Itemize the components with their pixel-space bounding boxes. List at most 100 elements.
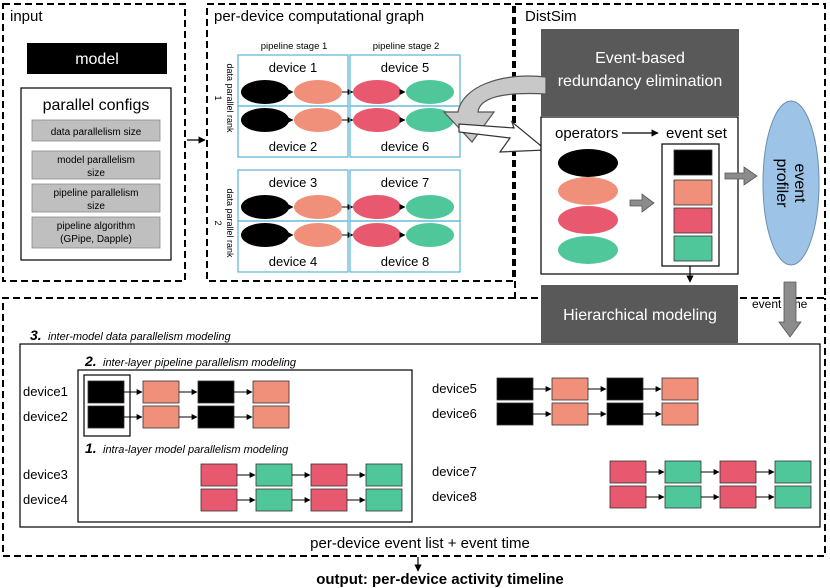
level1-text: intra-layer model parallelism modeling [103,444,289,456]
operator-black [558,149,618,177]
graph-device-cell [349,220,461,273]
graph-operator [353,223,401,247]
timeline-event [774,485,812,509]
event-black [673,149,713,176]
timeline-event [609,485,647,509]
timeline-device-label: device5 [432,381,477,396]
timeline-device-label: device3 [23,467,68,482]
timeline-event [87,380,125,404]
svg-text:1: 1 [213,95,223,100]
timeline-event [87,405,125,429]
timeline-device-label: device7 [432,464,477,479]
operator-green [558,236,618,264]
graph-operator [353,80,401,104]
graph-operator [406,195,454,219]
input-title: input [10,8,43,25]
timeline-event [719,460,757,484]
rank1-label: data parallel rank 1 [213,63,235,133]
graph-to-operators-arrow [458,120,548,153]
timeline-event [197,405,235,429]
level2-box [77,369,413,523]
config-item [31,216,161,249]
stage2-label: pipeline stage 2 [373,41,440,52]
timeline-event [496,402,534,426]
hierarchical-box [541,285,738,343]
graph-device-cell [237,105,349,158]
graph-device-label: device 2 [269,139,317,154]
operator-salmon [558,177,618,205]
eventset-to-profiler-arrow [724,166,758,186]
output-label: output: per-device activity timeline [316,571,564,588]
level3-box [19,343,821,528]
level2-text: inter-layer pipeline parallelism modelin… [103,357,297,369]
timeline-event [310,488,348,512]
event-set-label: event set [666,125,728,142]
graph-operator [294,80,342,104]
config-item-label: size [87,168,105,179]
timeline-event [606,402,644,426]
graph-operator [294,223,342,247]
graph-operator [353,108,401,132]
timeline-event [365,488,403,512]
event-time-label: event time [752,297,808,311]
config-item-label: pipeline parallelism [53,188,138,199]
operators-label: operators [555,125,618,142]
level3-text: inter-model data parallelism modeling [48,331,231,343]
timeline-event [661,377,699,401]
profiler-label: event profiler [773,159,808,209]
timelines: device1device2device3device4device5devic… [23,377,812,512]
timeline-event [252,405,290,429]
config-item-label: pipeline algorithm [57,221,135,232]
level1-box [83,374,131,437]
operator-red [558,206,618,234]
config-item-label: (GPipe, Dapple) [60,234,132,245]
operators-to-eventset-arrow [629,193,655,213]
timeline-event [606,377,644,401]
timeline-event [255,463,293,487]
event-profiler [762,100,820,266]
timeline-event [609,460,647,484]
config-item-label: model parallelism [57,155,135,166]
timeline-event [551,402,589,426]
graph-device-label: device 6 [381,139,429,154]
graph-device-label: device 7 [381,175,429,190]
timeline-event [310,463,348,487]
config-item [31,183,161,213]
config-item-label: size [87,201,105,212]
timeline-event [664,460,702,484]
graph-operator [241,108,289,132]
timeline-event [200,488,238,512]
timeline-device-label: device8 [432,489,477,504]
graph-device-label: device 4 [269,254,317,269]
event-green [673,235,713,262]
timeline-event [200,463,238,487]
model-box [27,43,167,74]
event-red [673,207,713,234]
redundancy-box [541,29,739,116]
timeline-event [142,405,180,429]
event-list-label: per-device event list + event time [310,535,530,552]
graph-device-cell [237,220,349,273]
config-item [31,150,161,180]
timeline-event [255,488,293,512]
svg-text:2: 2 [213,220,223,225]
graph-title: per-device computational graph [214,8,424,25]
timeline-event [252,380,290,404]
svg-text:event: event [791,163,808,203]
rank2-label: data parallel rank 2 [213,188,235,258]
timeline-event [197,380,235,404]
graph-device-label: device 3 [269,175,317,190]
graph-operator [241,195,289,219]
svg-text:data parallel rank: data parallel rank [225,63,235,133]
stage1-label: pipeline stage 1 [261,41,328,52]
level1-num: 1. [85,440,97,456]
graph-device-label: device 8 [381,254,429,269]
graph-operator [241,223,289,247]
level3-num: 3. [30,327,42,343]
timeline-event [142,380,180,404]
profiler-down-arrow [778,281,802,338]
graph-operator [353,195,401,219]
